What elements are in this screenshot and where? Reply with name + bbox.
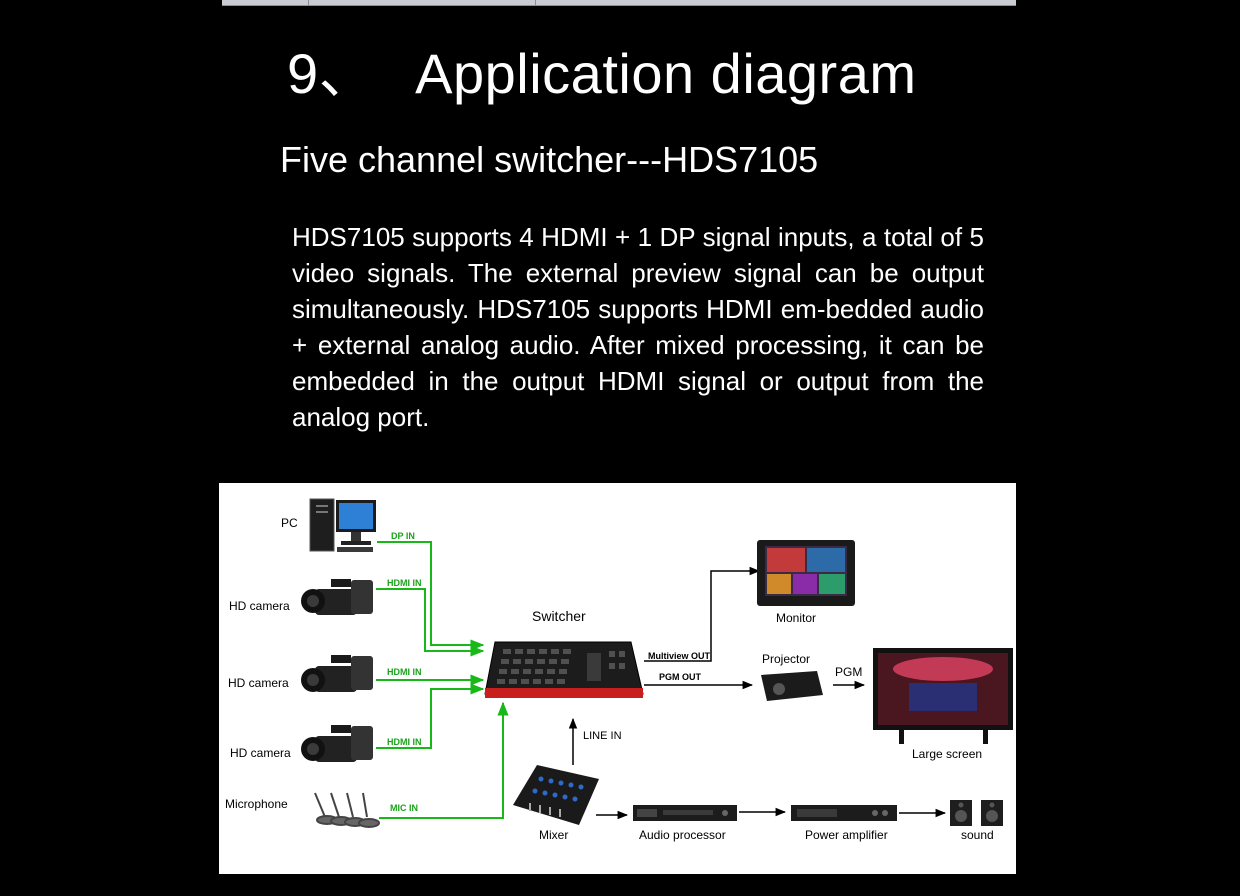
mic-in-label: MIC IN bbox=[390, 803, 418, 813]
input-lines bbox=[376, 541, 509, 819]
hdmi-in-2-label: HDMI IN bbox=[387, 667, 422, 677]
dp-in-line bbox=[377, 541, 485, 651]
page-subtitle: Five channel switcher---HDS7105 bbox=[280, 139, 819, 180]
sound-label: sound bbox=[961, 828, 994, 842]
multiview-out-line bbox=[644, 566, 761, 662]
camera-2-label: HD camera bbox=[228, 676, 289, 690]
top-window-strip bbox=[222, 0, 1016, 6]
switcher-label: Switcher bbox=[532, 608, 586, 624]
pc-label: PC bbox=[281, 516, 298, 530]
projector-label: Projector bbox=[762, 652, 810, 666]
audio-processor-icon bbox=[633, 805, 737, 821]
camera-3-label: HD camera bbox=[230, 746, 291, 760]
pgm-out-label: PGM OUT bbox=[659, 672, 702, 682]
hdmi-in-1-line bbox=[376, 588, 485, 657]
power-amplifier-label: Power amplifier bbox=[805, 828, 888, 842]
section-title: Application diagram bbox=[415, 42, 917, 105]
section-number: 9、 bbox=[287, 42, 376, 105]
pgm-label: PGM bbox=[835, 665, 862, 679]
large-screen-icon bbox=[873, 648, 1013, 744]
hd-camera-3-icon bbox=[301, 725, 373, 762]
projector-icon bbox=[761, 671, 823, 701]
output-lines bbox=[568, 566, 947, 820]
line-in-label: LINE IN bbox=[583, 730, 622, 742]
power-amplifier-icon bbox=[791, 805, 897, 821]
application-diagram: PC HD camera HD camera HD camera bbox=[219, 483, 1016, 874]
mixer-icon bbox=[513, 765, 599, 825]
switcher-icon bbox=[484, 641, 644, 698]
camera-1-label: HD camera bbox=[229, 599, 290, 613]
diagram-svg: PC HD camera HD camera HD camera bbox=[225, 498, 1013, 842]
mixer-label: Mixer bbox=[539, 828, 568, 842]
pc-icon bbox=[309, 498, 376, 552]
sound-speakers-icon bbox=[950, 800, 1003, 826]
microphone-icon bbox=[314, 792, 380, 828]
hdmi-in-3-line bbox=[376, 683, 485, 749]
hdmi-in-3-label: HDMI IN bbox=[387, 737, 422, 747]
monitor-label: Monitor bbox=[776, 611, 816, 625]
large-screen-label: Large screen bbox=[912, 747, 982, 761]
description-paragraph: HDS7105 supports 4 HDMI + 1 DP signal in… bbox=[292, 222, 984, 432]
multiview-out-label: Multiview OUT bbox=[648, 651, 711, 661]
hd-camera-2-icon bbox=[301, 655, 373, 692]
monitor-icon bbox=[757, 540, 855, 606]
audio-processor-label: Audio processor bbox=[639, 828, 726, 842]
hd-camera-1-icon bbox=[301, 579, 373, 615]
hdmi-in-1-label: HDMI IN bbox=[387, 578, 422, 588]
page-title: 9、 Application diagram bbox=[287, 40, 917, 108]
mic-in-line bbox=[379, 701, 509, 819]
microphone-label: Microphone bbox=[225, 797, 288, 811]
dp-in-label: DP IN bbox=[391, 531, 415, 541]
